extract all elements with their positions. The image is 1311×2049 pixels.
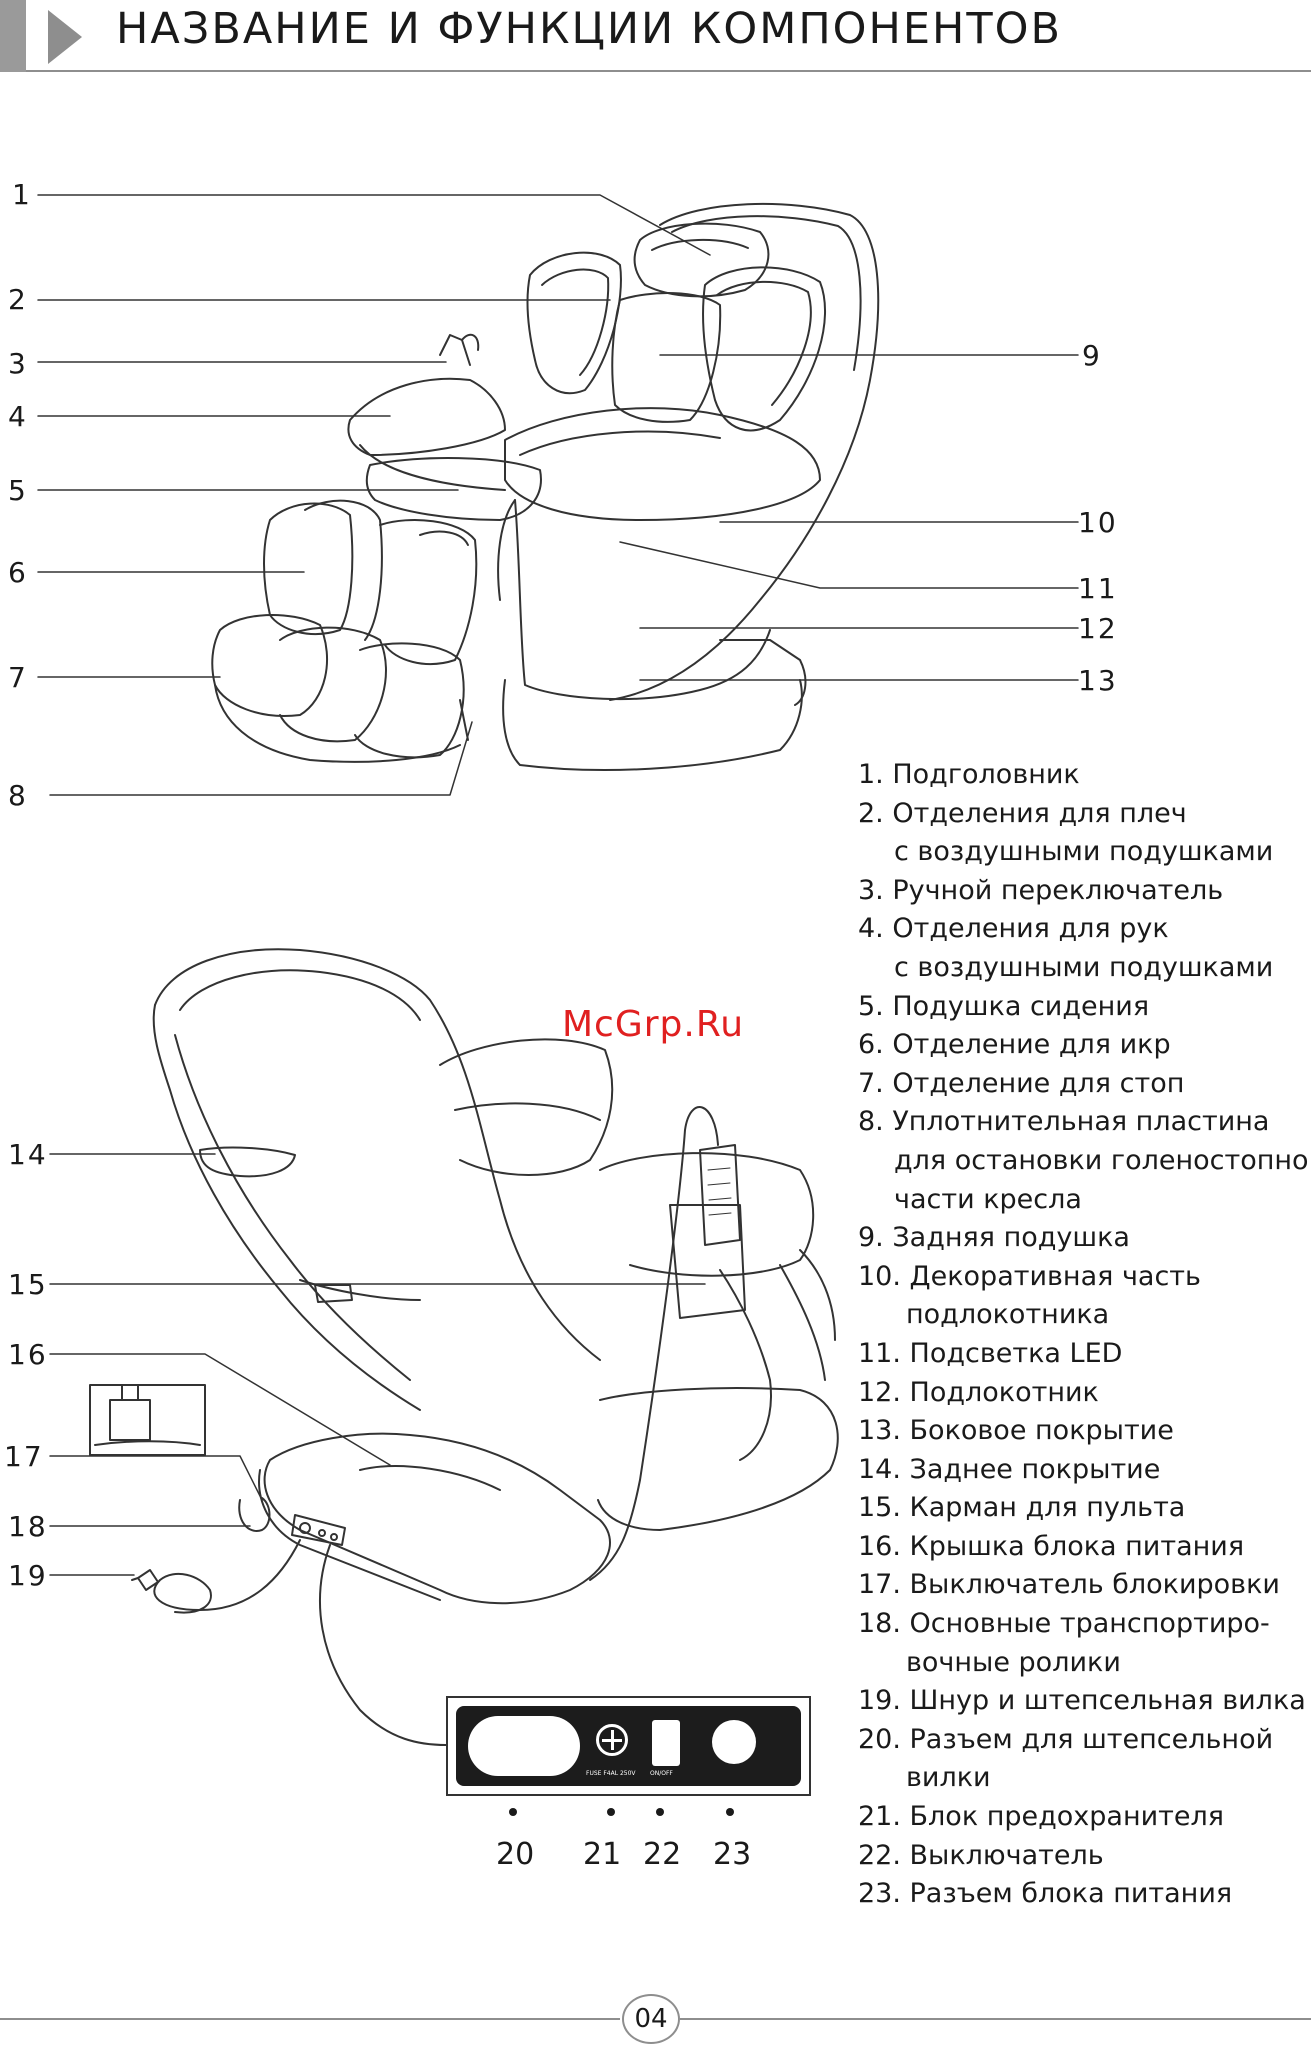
chair-rear-drawing	[89, 948, 839, 1746]
plug-socket-icon	[468, 1716, 580, 1776]
callout-2: 2	[8, 283, 26, 316]
callout-7: 7	[8, 661, 26, 694]
page-number: 04	[622, 1994, 680, 2044]
callout-8: 8	[8, 779, 26, 812]
callout-16: 16	[8, 1338, 48, 1371]
legend-item: 18. Основные транспортиро-вочные ролики	[858, 1608, 1270, 1678]
panel-dot-21	[607, 1808, 615, 1816]
callout-21: 21	[583, 1837, 622, 1872]
legend-item: 21. Блок предохранителя	[858, 1801, 1225, 1833]
legend-item: 9. Задняя подушка	[858, 1222, 1130, 1254]
leader-lines-top	[37, 194, 1079, 796]
legend-item: 13. Боковое покрытие	[858, 1415, 1174, 1447]
legend-item: 17. Выключатель блокировки	[858, 1569, 1280, 1601]
header-bar	[0, 0, 26, 72]
callout-19: 19	[8, 1559, 48, 1592]
legend-item: 7. Отделение для стоп	[858, 1067, 1185, 1099]
legend-item: 6. Отделение для икр	[858, 1029, 1171, 1061]
callout-1: 1	[12, 178, 30, 211]
power-switch-icon	[652, 1720, 680, 1766]
footer-rule-left	[0, 2018, 620, 2020]
watermark: McGrp.Ru	[562, 1004, 745, 1045]
callout-23: 23	[713, 1837, 752, 1872]
page-title: НАЗВАНИЕ И ФУНКЦИИ КОМПОНЕНТОВ	[116, 4, 1062, 54]
callout-12: 12	[1078, 612, 1118, 645]
connector-panel-face: FUSE F4AL 250V ON/OFF	[456, 1706, 801, 1786]
legend-item: 12. Подлокотник	[858, 1376, 1099, 1408]
callout-17: 17	[4, 1440, 44, 1473]
callout-11: 11	[1078, 572, 1118, 605]
footer-rule-right	[680, 2018, 1311, 2020]
callout-4: 4	[8, 400, 26, 433]
callout-13: 13	[1078, 664, 1118, 697]
header-rule	[26, 70, 1311, 72]
callout-20: 20	[496, 1837, 535, 1872]
legend-item: 22. Выключатель	[858, 1839, 1104, 1871]
chair-front-drawing	[211, 202, 880, 771]
callout-3: 3	[8, 347, 26, 380]
page-header: НАЗВАНИЕ И ФУНКЦИИ КОМПОНЕНТОВ	[0, 0, 1311, 72]
legend-item: 3. Ручной переключатель	[858, 874, 1224, 906]
fuse-label: FUSE F4AL 250V	[586, 1770, 636, 1777]
power-connector-icon	[712, 1720, 756, 1764]
legend-item: 23. Разъем блока питания	[858, 1878, 1233, 1910]
legend-item: 14. Заднее покрытие	[858, 1453, 1161, 1485]
legend-item: 5. Подушка сидения	[858, 990, 1150, 1022]
callout-22: 22	[643, 1837, 682, 1872]
callout-5: 5	[8, 474, 26, 507]
callout-18: 18	[8, 1510, 48, 1543]
legend-item: 15. Карман для пульта	[858, 1492, 1186, 1524]
legend-item: 16. Крышка блока питания	[858, 1530, 1245, 1562]
callout-14: 14	[8, 1138, 48, 1171]
switch-label: ON/OFF	[650, 1770, 673, 1777]
callout-9: 9	[1082, 339, 1102, 372]
fuse-icon	[596, 1724, 628, 1756]
panel-dot-20	[509, 1808, 517, 1816]
panel-dot-23	[726, 1808, 734, 1816]
callout-6: 6	[8, 556, 26, 589]
callout-10: 10	[1078, 506, 1118, 539]
callout-15: 15	[8, 1268, 48, 1301]
legend-item: 1. Подголовник	[858, 759, 1080, 790]
legend-item: 11. Подсветка LED	[858, 1337, 1123, 1369]
header-arrow-icon	[48, 10, 82, 64]
legend-item: 19. Шнур и штепсельная вилка	[858, 1685, 1306, 1717]
connector-panel: FUSE F4AL 250V ON/OFF	[446, 1696, 811, 1796]
leader-lines-bottom	[49, 1153, 706, 1576]
panel-dot-22	[656, 1808, 664, 1816]
